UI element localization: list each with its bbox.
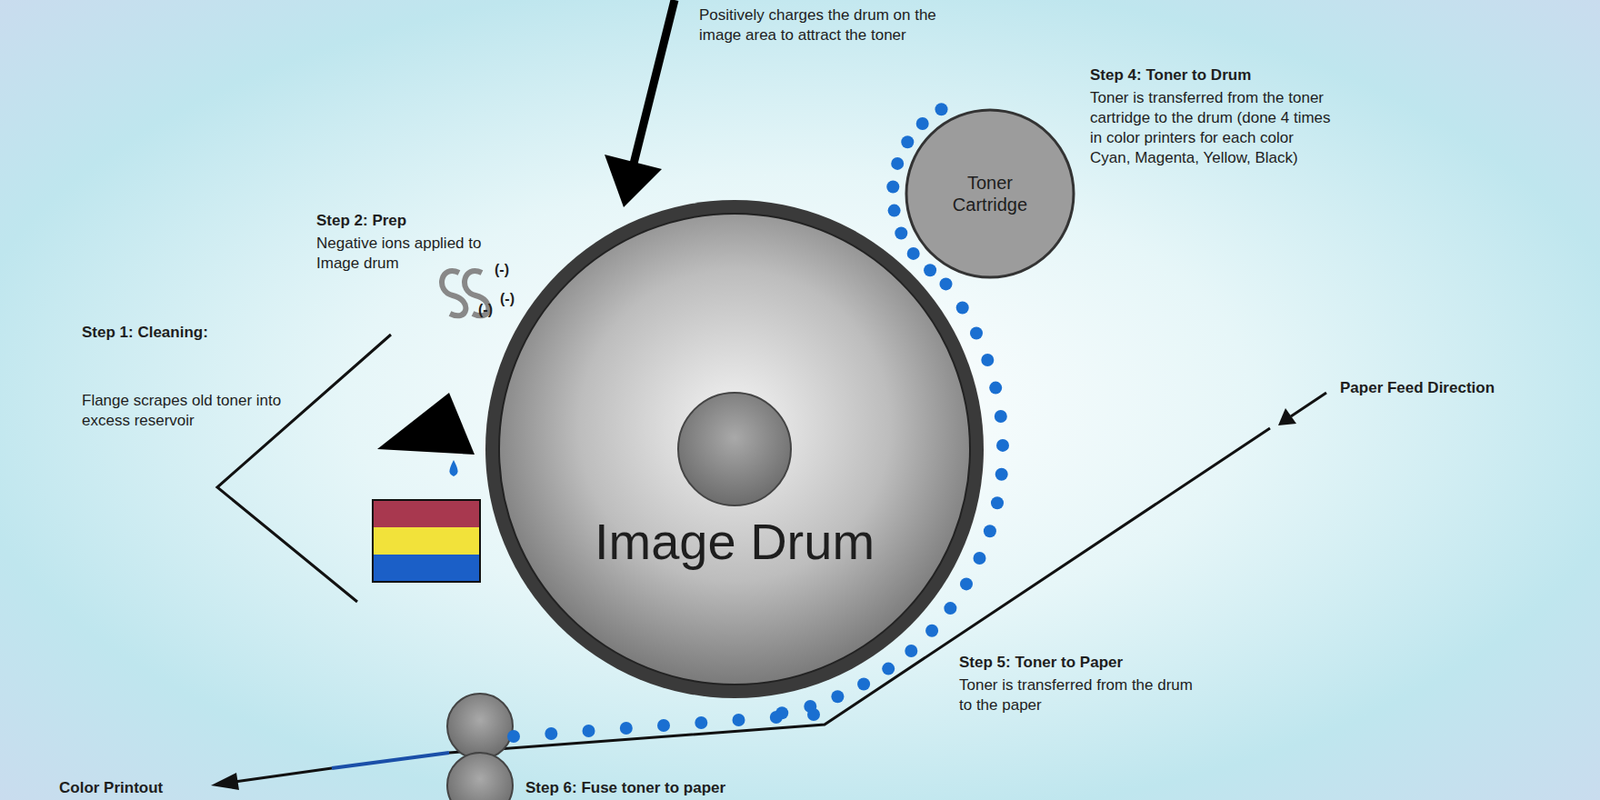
toner-dot [770,710,783,724]
toner-dot [923,263,937,277]
output-arrow [234,768,332,782]
toner-dot [544,727,558,740]
toner-cartridge: Toner Cartridge [903,107,1077,280]
reservoir-band [372,527,480,555]
node-outline [903,107,1077,280]
toner-dot [886,180,900,194]
reservoir [372,500,480,582]
step-heading: Step 6: Fuse toner to paper [525,778,799,799]
fuser-roller [447,693,513,760]
ion-charge: (-) [478,300,493,320]
toner-dot [620,721,633,735]
toner-dot [995,468,1009,481]
toner-dot [925,624,939,638]
toner-dot [694,716,708,730]
step-heading: Step 1: Cleaning: [81,322,310,343]
printed-paper [331,752,450,769]
toner-dot [894,227,908,240]
step-note: Flange scrapes old toner into excess res… [81,390,310,431]
step-note: Toner is transferred from the drum to th… [959,675,1196,716]
bracket [217,334,391,602]
arrow-head [210,772,240,790]
toner-dot [983,524,997,538]
toner-dot [890,157,904,170]
output-label: Color Printout [59,778,214,799]
toner-dot [960,577,973,590]
step-note: Negative ions applied to Image drum [316,233,512,274]
toner-dot [994,410,1008,423]
toner-dot [980,353,994,367]
toner-dot [973,551,987,565]
feed-arrow [1290,392,1327,417]
image-drum: Image Drum [479,193,990,705]
toner-dot [990,496,1004,510]
step-note: Positively charges the drum on the image… [699,5,963,46]
toner-dot [657,719,670,732]
toner-dot [507,730,520,743]
laser-arrow [633,0,675,164]
toner-dot [904,644,918,658]
arrow-head [1278,408,1297,426]
toner-dot [830,690,844,703]
toner-dot [857,678,870,691]
toner-dot [807,708,820,721]
reservoir-band [372,554,480,582]
toner-dot [582,724,596,738]
node-outline [479,193,990,705]
fuser-roller [447,752,513,800]
feed-label: Paper Feed Direction [1340,378,1550,399]
step-note: Toner is transferred from the toner cart… [1090,88,1336,169]
toner-dot [900,135,914,149]
toner-drop [449,460,458,477]
toner-dot [940,277,953,290]
ion-charge: (-) [494,260,510,280]
toner-dot [916,117,930,130]
toner-dot [732,713,746,727]
reservoir-band [372,500,480,528]
toner-dot [888,204,901,218]
toner-dot [881,662,895,676]
step-heading: Step 2: Prep [316,210,499,231]
node-label: Toner Cartridge [935,171,1045,216]
step-heading: Step 4: Toner to Drum [1090,65,1363,86]
toner-dot [907,247,920,260]
toner-dot [996,439,1010,452]
arrow-head [604,154,662,208]
toner-dot [956,301,970,315]
ion-charge: (-) [500,289,515,310]
toner-dot [970,327,983,340]
step-heading: Step 5: Toner to Paper [959,652,1214,673]
toner-dot [989,381,1002,395]
toner-dot [935,102,949,116]
node-label: Image Drum [543,510,926,572]
toner-dot [943,601,957,615]
cleaning-blade [377,392,475,455]
